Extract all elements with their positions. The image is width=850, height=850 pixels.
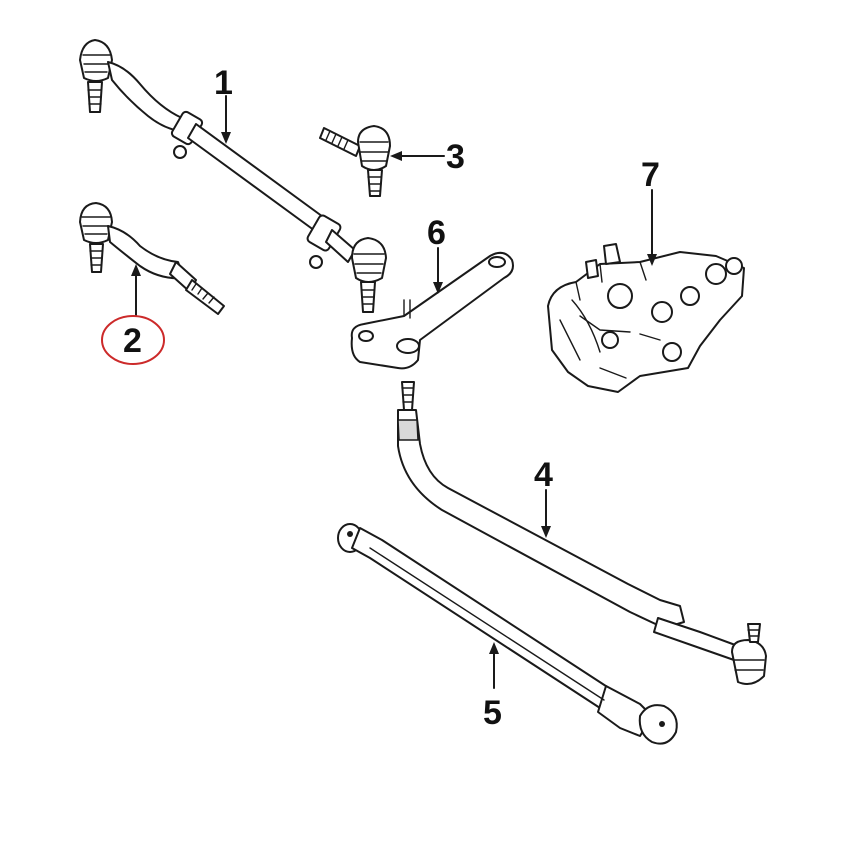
highlight-circle-2 bbox=[101, 315, 165, 365]
part-3-ball-joint bbox=[319, 125, 391, 197]
part-4-drag-link bbox=[397, 409, 767, 685]
callout-5: 5 bbox=[483, 694, 502, 732]
callout-leaders bbox=[131, 95, 657, 689]
part-1-tie-rod-assembly bbox=[79, 39, 387, 313]
part-7-steering-gear bbox=[547, 243, 745, 393]
part-2-tie-rod-end bbox=[79, 202, 225, 315]
part-6-idler-arm bbox=[350, 251, 514, 411]
callout-1: 1 bbox=[214, 64, 233, 102]
part-5-steering-damper bbox=[337, 523, 678, 745]
callout-4: 4 bbox=[534, 456, 553, 494]
callout-3: 3 bbox=[446, 138, 465, 176]
callout-7: 7 bbox=[641, 156, 660, 194]
callout-6: 6 bbox=[427, 214, 446, 252]
callout-2: 2 bbox=[123, 322, 142, 360]
